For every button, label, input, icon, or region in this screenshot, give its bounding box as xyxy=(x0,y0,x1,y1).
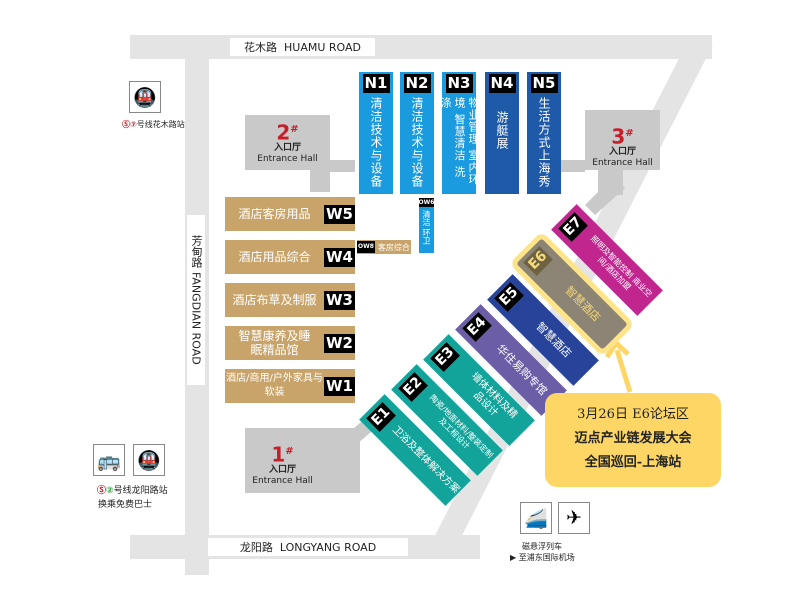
huamu-station: Ⓢ⑦号线花木路站 xyxy=(122,120,185,129)
maglev-icon: 🚄 xyxy=(520,502,552,534)
road-cn: 花木路 xyxy=(244,41,277,54)
hall-id: OW8 xyxy=(357,241,375,253)
hall-name: 清洁 环卫 xyxy=(422,210,431,245)
entrance-hall-1[interactable] xyxy=(245,428,360,493)
hall-name: 智慧康养及睡眠精品馆 xyxy=(238,329,311,357)
hall-name: 客房综合 xyxy=(377,242,410,252)
hall-id: W3 xyxy=(324,290,355,310)
hall-id: N2 xyxy=(403,74,431,93)
hall-n1[interactable]: N1 清洁技术与设备 xyxy=(359,72,393,194)
metro-icon: 🚇 xyxy=(129,81,161,113)
metro-icon: 🚇 xyxy=(133,444,165,476)
entrance-sup: # xyxy=(625,128,634,139)
maglev-label: 磁悬浮列车 xyxy=(522,542,562,551)
airport-label: ▶ 至浦东国际机场 xyxy=(510,553,575,562)
airport-text: 至浦东国际机场 xyxy=(518,553,575,562)
callout-date: 3月26日 E6论坛区 xyxy=(577,407,689,422)
bus-icon: 🚌 xyxy=(93,444,125,476)
bus-transfer-label: 换乘免费巴士 xyxy=(98,500,153,510)
airplane-icon: ✈ xyxy=(558,502,590,534)
hall-w4[interactable]: 酒店用品综合 W4 xyxy=(225,240,355,274)
road-en: FANGDIAN ROAD xyxy=(189,271,203,365)
longyang-station: Ⓢ②号线龙阳路站 xyxy=(97,486,168,496)
entrance-cn: 入口厅 xyxy=(273,142,301,153)
hall-n4[interactable]: N4 游艇展 xyxy=(485,72,519,194)
hall-w3[interactable]: 酒店布草及制服 W3 xyxy=(225,283,355,317)
hall-id: W2 xyxy=(324,333,355,353)
hall-id: W4 xyxy=(324,247,355,267)
hall-name: 游艇展 xyxy=(495,111,509,150)
entrance-cn: 入口厅 xyxy=(608,146,636,157)
entrance-en: Entrance Hall xyxy=(592,157,653,168)
entrance-number: 1 xyxy=(271,442,286,467)
hall-n3[interactable]: N3 物业管理 室内环境 智慧清洁 洗涤 xyxy=(439,72,480,194)
hall-name: 酒店布草及制服 xyxy=(232,293,317,307)
entrance-number: 3 xyxy=(611,124,626,149)
callout-subtitle: 全国巡回-上海站 xyxy=(584,455,682,470)
hall-ow6[interactable]: OW6 清洁 环卫 xyxy=(418,198,435,253)
entrance-hall-2-stub xyxy=(310,165,330,192)
entrance-en: Entrance Hall xyxy=(252,475,313,486)
station-label: 号线花木路站 xyxy=(136,120,185,129)
hall-name: 物业管理 室内环境 智慧清洁 洗涤 xyxy=(439,97,480,186)
hall-name: 清洁技术与设备 xyxy=(410,97,424,188)
road-label-huamu: 花木路 HUAMU ROAD xyxy=(230,38,375,56)
event-callout: 3月26日 E6论坛区 迈点产业链发展大会 全国巡回-上海站 xyxy=(545,393,721,487)
hall-id: N5 xyxy=(530,74,558,93)
hall-id: W1 xyxy=(324,376,355,396)
hall-n5[interactable]: N5 生活方式上海秀 xyxy=(527,72,561,194)
hall-name: 酒店客房用品 xyxy=(238,207,311,221)
entrance-sup: # xyxy=(285,446,294,457)
entrance-hall-3[interactable] xyxy=(585,110,660,170)
hall-name: 生活方式上海秀 xyxy=(537,97,551,188)
station-label: 号线龙阳路站 xyxy=(113,486,168,496)
hall-id: N4 xyxy=(488,74,516,93)
hall-id: N1 xyxy=(362,74,390,93)
road-en: HUAMU ROAD xyxy=(284,40,361,54)
entrance-hall-2[interactable] xyxy=(245,115,330,170)
hall-name: 清洁技术与设备 xyxy=(369,97,383,188)
hall-w5[interactable]: 酒店客房用品 W5 xyxy=(225,197,355,231)
hall-id: OW6 xyxy=(418,198,435,207)
hall-name: 酒店/商用/户外家具与软装 xyxy=(226,373,323,398)
entrance-sup: # xyxy=(290,124,299,135)
entrance-en: Entrance Hall xyxy=(257,153,318,164)
hall-n2[interactable]: N2 清洁技术与设备 xyxy=(400,72,434,194)
hall-w2[interactable]: 智慧康养及睡眠精品馆 W2 xyxy=(225,326,355,360)
road-cn: 龙阳路 xyxy=(239,541,273,554)
road-cn: 芳甸路 xyxy=(190,235,203,269)
entrance-cn: 入口厅 xyxy=(268,464,296,475)
road-label-fangdian: 芳甸路 FANGDIAN ROAD xyxy=(187,215,205,385)
hall-id: N3 xyxy=(445,74,473,93)
callout-title: 迈点产业链发展大会 xyxy=(574,431,692,446)
entrance-hall-3-stub xyxy=(598,165,623,195)
road-en: LONGYANG ROAD xyxy=(279,540,377,554)
callout-arrow xyxy=(614,349,633,393)
hall-name: 酒店用品综合 xyxy=(238,250,311,264)
road-label-longyang: 龙阳路 LONGYANG ROAD xyxy=(208,538,408,556)
hall-id: W5 xyxy=(324,204,355,224)
entrance-number: 2 xyxy=(276,120,291,145)
